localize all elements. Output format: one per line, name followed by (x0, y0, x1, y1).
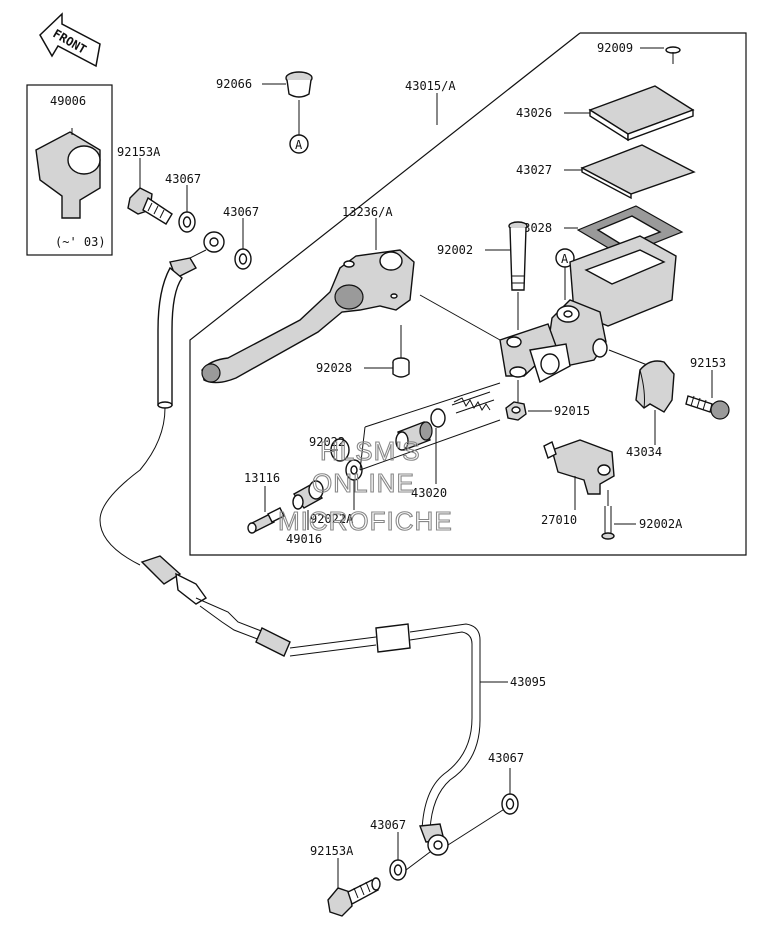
callout-92153a-top: 92153A (117, 145, 161, 159)
callout-13116: 13116 (244, 471, 280, 485)
callout-27010: 27010 (541, 513, 577, 527)
callout-92015: 92015 (554, 404, 590, 418)
dust-boot-part (292, 480, 324, 510)
clutch-lever-part (201, 249, 415, 384)
callout-92153: 92153 (690, 356, 726, 370)
callout-43095: 43095 (510, 675, 546, 689)
ref-marker-a-top: A (289, 134, 309, 154)
callout-43067-b: 43067 (223, 205, 259, 219)
callout-43034: 43034 (626, 445, 662, 459)
callout-92153a-bottom: 92153A (310, 844, 354, 858)
clutch-switch-part (543, 439, 615, 495)
banjo-bolt-top-part (127, 187, 173, 225)
clutch-hose-lower-part (140, 555, 481, 856)
hose-guide-line (99, 407, 166, 566)
front-arrow-icon: FRONT (39, 12, 101, 68)
grip-cover-part (35, 128, 101, 219)
clamp-bolt-part (685, 395, 730, 420)
banjo-bolt-bottom-part (327, 877, 381, 917)
cap-92066-part (285, 71, 313, 98)
callout-92028: 92028 (316, 361, 352, 375)
clutch-hose-upper-part (157, 231, 225, 409)
callout-43067-d: 43067 (370, 818, 406, 832)
callout-92066: 92066 (216, 77, 252, 91)
kit-outline (189, 32, 747, 556)
callout-43020: 43020 (411, 486, 447, 500)
diaphragm-plate-part (580, 144, 696, 200)
svg-text:A: A (295, 138, 303, 152)
screw-92009-part (665, 46, 681, 64)
svg-text:A: A (561, 252, 569, 266)
nut-92015-part (505, 401, 527, 421)
callout-49016: 49016 (286, 532, 322, 546)
callout-43015a: 43015/A (405, 79, 456, 93)
svg-text:HLSM'S: HLSM'S (320, 436, 421, 466)
callout-43027: 43027 (516, 163, 552, 177)
inset-note: (~' 03) (55, 235, 106, 249)
callout-43067-c: 43067 (488, 751, 524, 765)
svg-text:MICROFICHE: MICROFICHE (278, 506, 453, 536)
bushing-92028-part (392, 357, 410, 378)
piston-kit-part (330, 391, 495, 481)
inset-box (26, 84, 113, 256)
washer-c-part (501, 793, 519, 815)
washer-a-part (178, 211, 196, 233)
callout-49006: 49006 (50, 94, 86, 108)
callout-92022a: 92022A (310, 512, 354, 526)
callout-92002: 92002 (437, 243, 473, 257)
svg-text:ONLINE: ONLINE (312, 468, 415, 498)
callout-43026: 43026 (516, 106, 552, 120)
watermark: HLSM'S ONLINE MICROFICHE (277, 435, 453, 536)
callout-43067-a: 43067 (165, 172, 201, 186)
washer-d-part (389, 859, 407, 881)
diaphragm-part (576, 205, 684, 257)
master-cylinder-part (499, 235, 677, 384)
callout-92009: 92009 (597, 41, 633, 55)
callout-92022: 92022 (309, 435, 345, 449)
push-rod-part (247, 507, 285, 534)
clamp-43034-part (635, 360, 675, 413)
reservoir-cap-part (588, 85, 695, 142)
callout-13236a: 13236/A (342, 205, 393, 219)
callout-92002a: 92002A (639, 517, 683, 531)
pivot-bolt-part (508, 221, 528, 291)
switch-screw-part (601, 506, 615, 540)
washer-b-part (234, 248, 252, 270)
